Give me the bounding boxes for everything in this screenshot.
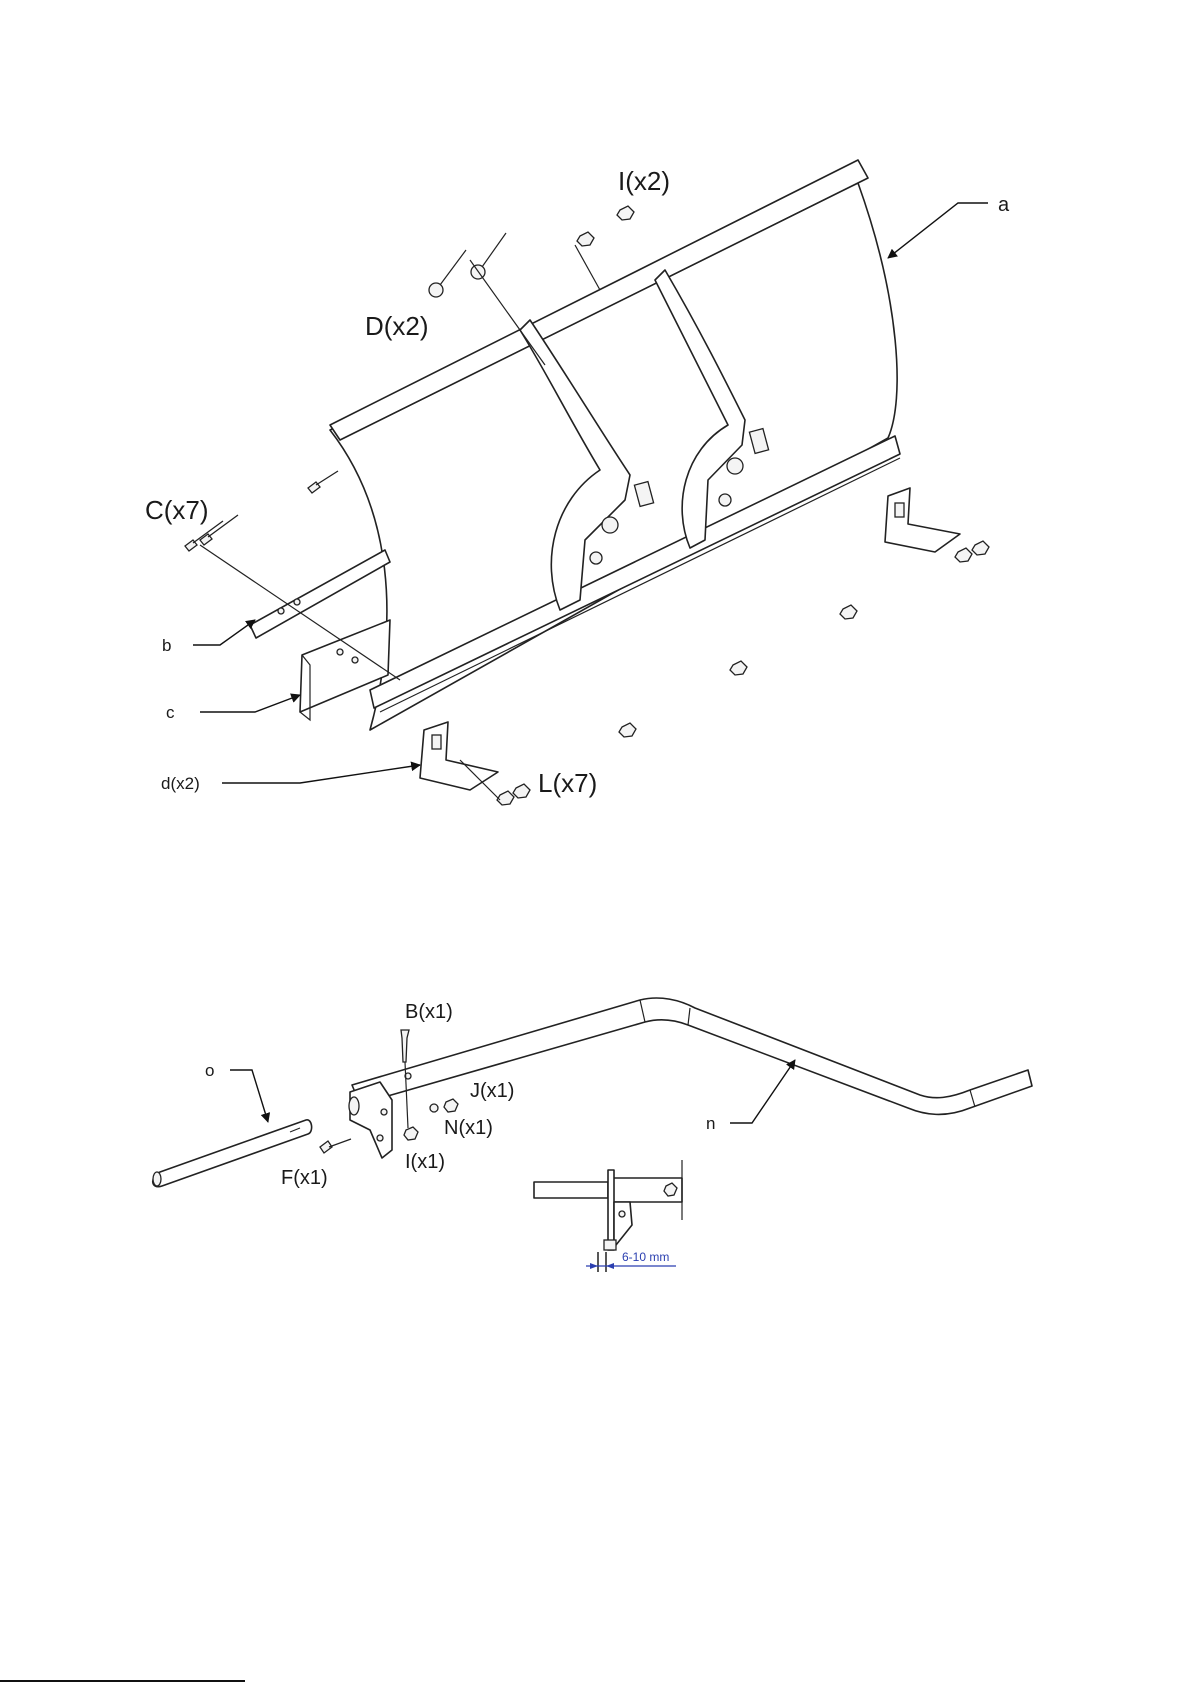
dimension-label: 6-10 mm <box>622 1250 669 1264</box>
label-l-nuts: L(x7) <box>538 768 597 798</box>
mounting-bracket <box>350 1082 392 1158</box>
nut-j <box>444 1099 458 1112</box>
label-o: o <box>205 1061 214 1080</box>
reinforcement-strip-b <box>250 550 390 638</box>
label-j-nut: J(x1) <box>470 1080 514 1102</box>
washer-n <box>430 1104 438 1112</box>
label-d: d(x2) <box>161 774 200 793</box>
label-d-bolts: D(x2) <box>365 311 429 341</box>
label-n-washer: N(x1) <box>444 1117 493 1139</box>
nut-i <box>404 1127 418 1140</box>
label-c: c <box>166 703 175 722</box>
label-b-bolt: B(x1) <box>405 1001 453 1023</box>
label-a: a <box>998 194 1010 216</box>
label-f-bolt: F(x1) <box>281 1167 328 1189</box>
handle-tube-n <box>352 998 1032 1114</box>
label-c-bolts: C(x7) <box>145 495 209 525</box>
label-i-nut: I(x1) <box>405 1151 445 1173</box>
label-i-nuts: I(x2) <box>618 166 670 196</box>
label-b: b <box>162 636 171 655</box>
handle-assembly-diagram: o n B(x1) J(x1) N(x1) I(x1) F(x1) 6-10 m… <box>153 998 1032 1272</box>
label-n: n <box>706 1114 715 1133</box>
carriage-bolts-d <box>429 233 506 297</box>
detail-inset: 6-10 mm <box>534 1160 682 1272</box>
skid-shoe-right <box>885 488 960 552</box>
nuts-i <box>577 206 634 246</box>
bolt-f <box>320 1139 351 1153</box>
skid-shoe-left <box>420 722 498 790</box>
blade-assembly-diagram: a b c d(x2) C(x7) D(x2) I(x2) L(x7) <box>145 160 1010 805</box>
bolt-b <box>401 1030 409 1062</box>
